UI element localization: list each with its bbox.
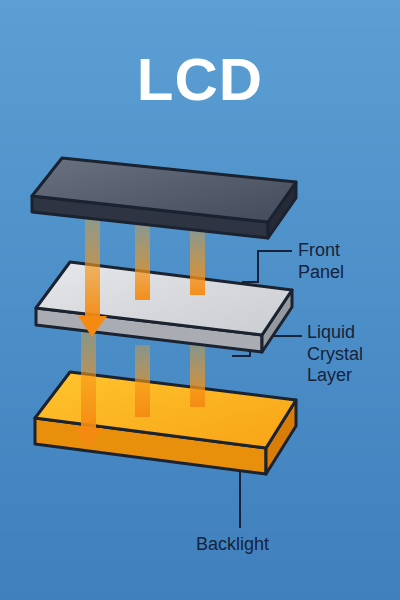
part-label: Front Panel [298, 240, 378, 283]
light-beams-lower [74, 330, 205, 448]
diagram-title: LCD [0, 50, 400, 110]
part-label: Liquid Crystal Layer [307, 322, 387, 387]
part-label: Backlight [196, 534, 316, 556]
backlight-slab [35, 372, 296, 474]
front-panel-slab [32, 158, 296, 238]
liquid-crystal-slab [36, 262, 292, 352]
light-beams-upper [78, 215, 205, 337]
